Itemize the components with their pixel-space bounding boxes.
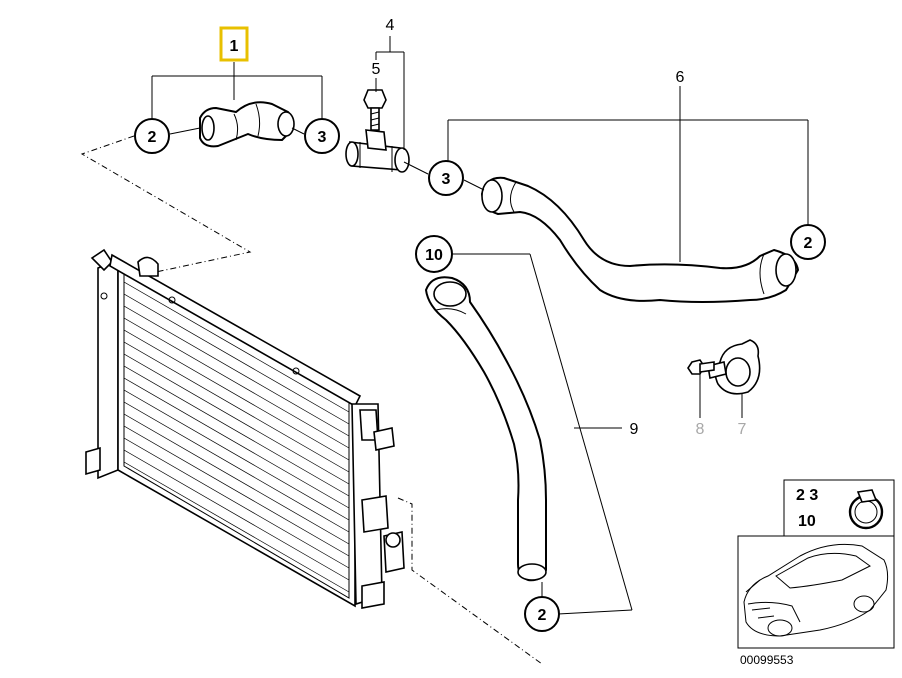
svg-text:10: 10 <box>798 513 816 530</box>
bolt-part-8 <box>687 359 715 375</box>
radiator-fins <box>123 281 350 593</box>
svg-text:9: 9 <box>630 421 639 438</box>
callout-3-top-left: 3 <box>304 118 340 154</box>
svg-text:1: 1 <box>230 38 239 55</box>
svg-text:6: 6 <box>676 69 685 86</box>
callout-3-center: 3 <box>428 160 464 196</box>
svg-text:4: 4 <box>386 17 395 34</box>
callout-2-top-left: 2 <box>134 118 170 154</box>
svg-text:2: 2 <box>804 235 813 252</box>
bracket-part-7 <box>707 339 761 395</box>
callout-10: 10 <box>415 235 453 273</box>
svg-text:3: 3 <box>442 171 451 188</box>
callout-7: 7 <box>738 421 747 438</box>
svg-text:10: 10 <box>425 247 443 264</box>
callout-2-right: 2 <box>790 224 826 260</box>
svg-text:2: 2 <box>538 607 547 624</box>
svg-text:8: 8 <box>696 421 705 438</box>
radiator <box>85 248 405 609</box>
svg-text:5: 5 <box>372 61 381 78</box>
hose-clamp-icon <box>848 489 884 530</box>
callout-2-bottom: 2 <box>524 596 560 632</box>
svg-text:2 3: 2 3 <box>796 487 818 504</box>
callout-5: 5 <box>372 61 381 78</box>
callout-4: 4 <box>386 17 395 34</box>
inset-clamp-panel: 2 3 10 <box>783 479 895 537</box>
hose-part-9 <box>425 276 547 582</box>
catalog-number: 00099553 <box>740 653 794 667</box>
vehicle-outline-icon <box>743 543 889 637</box>
bolt-part-5 <box>363 89 387 131</box>
callout-1: 1 <box>219 26 249 62</box>
callout-8: 8 <box>696 421 705 438</box>
connector-part-4 <box>345 129 410 173</box>
svg-text:2: 2 <box>148 129 157 146</box>
leader-lines <box>151 36 809 615</box>
callout-6: 6 <box>676 69 685 86</box>
reference-lines <box>80 135 543 665</box>
callout-9: 9 <box>630 421 639 438</box>
svg-text:3: 3 <box>318 129 327 146</box>
hose-part-6 <box>481 176 799 303</box>
inset-car-panel <box>737 535 895 649</box>
hose-part-1 <box>199 101 295 148</box>
svg-text:7: 7 <box>738 421 747 438</box>
